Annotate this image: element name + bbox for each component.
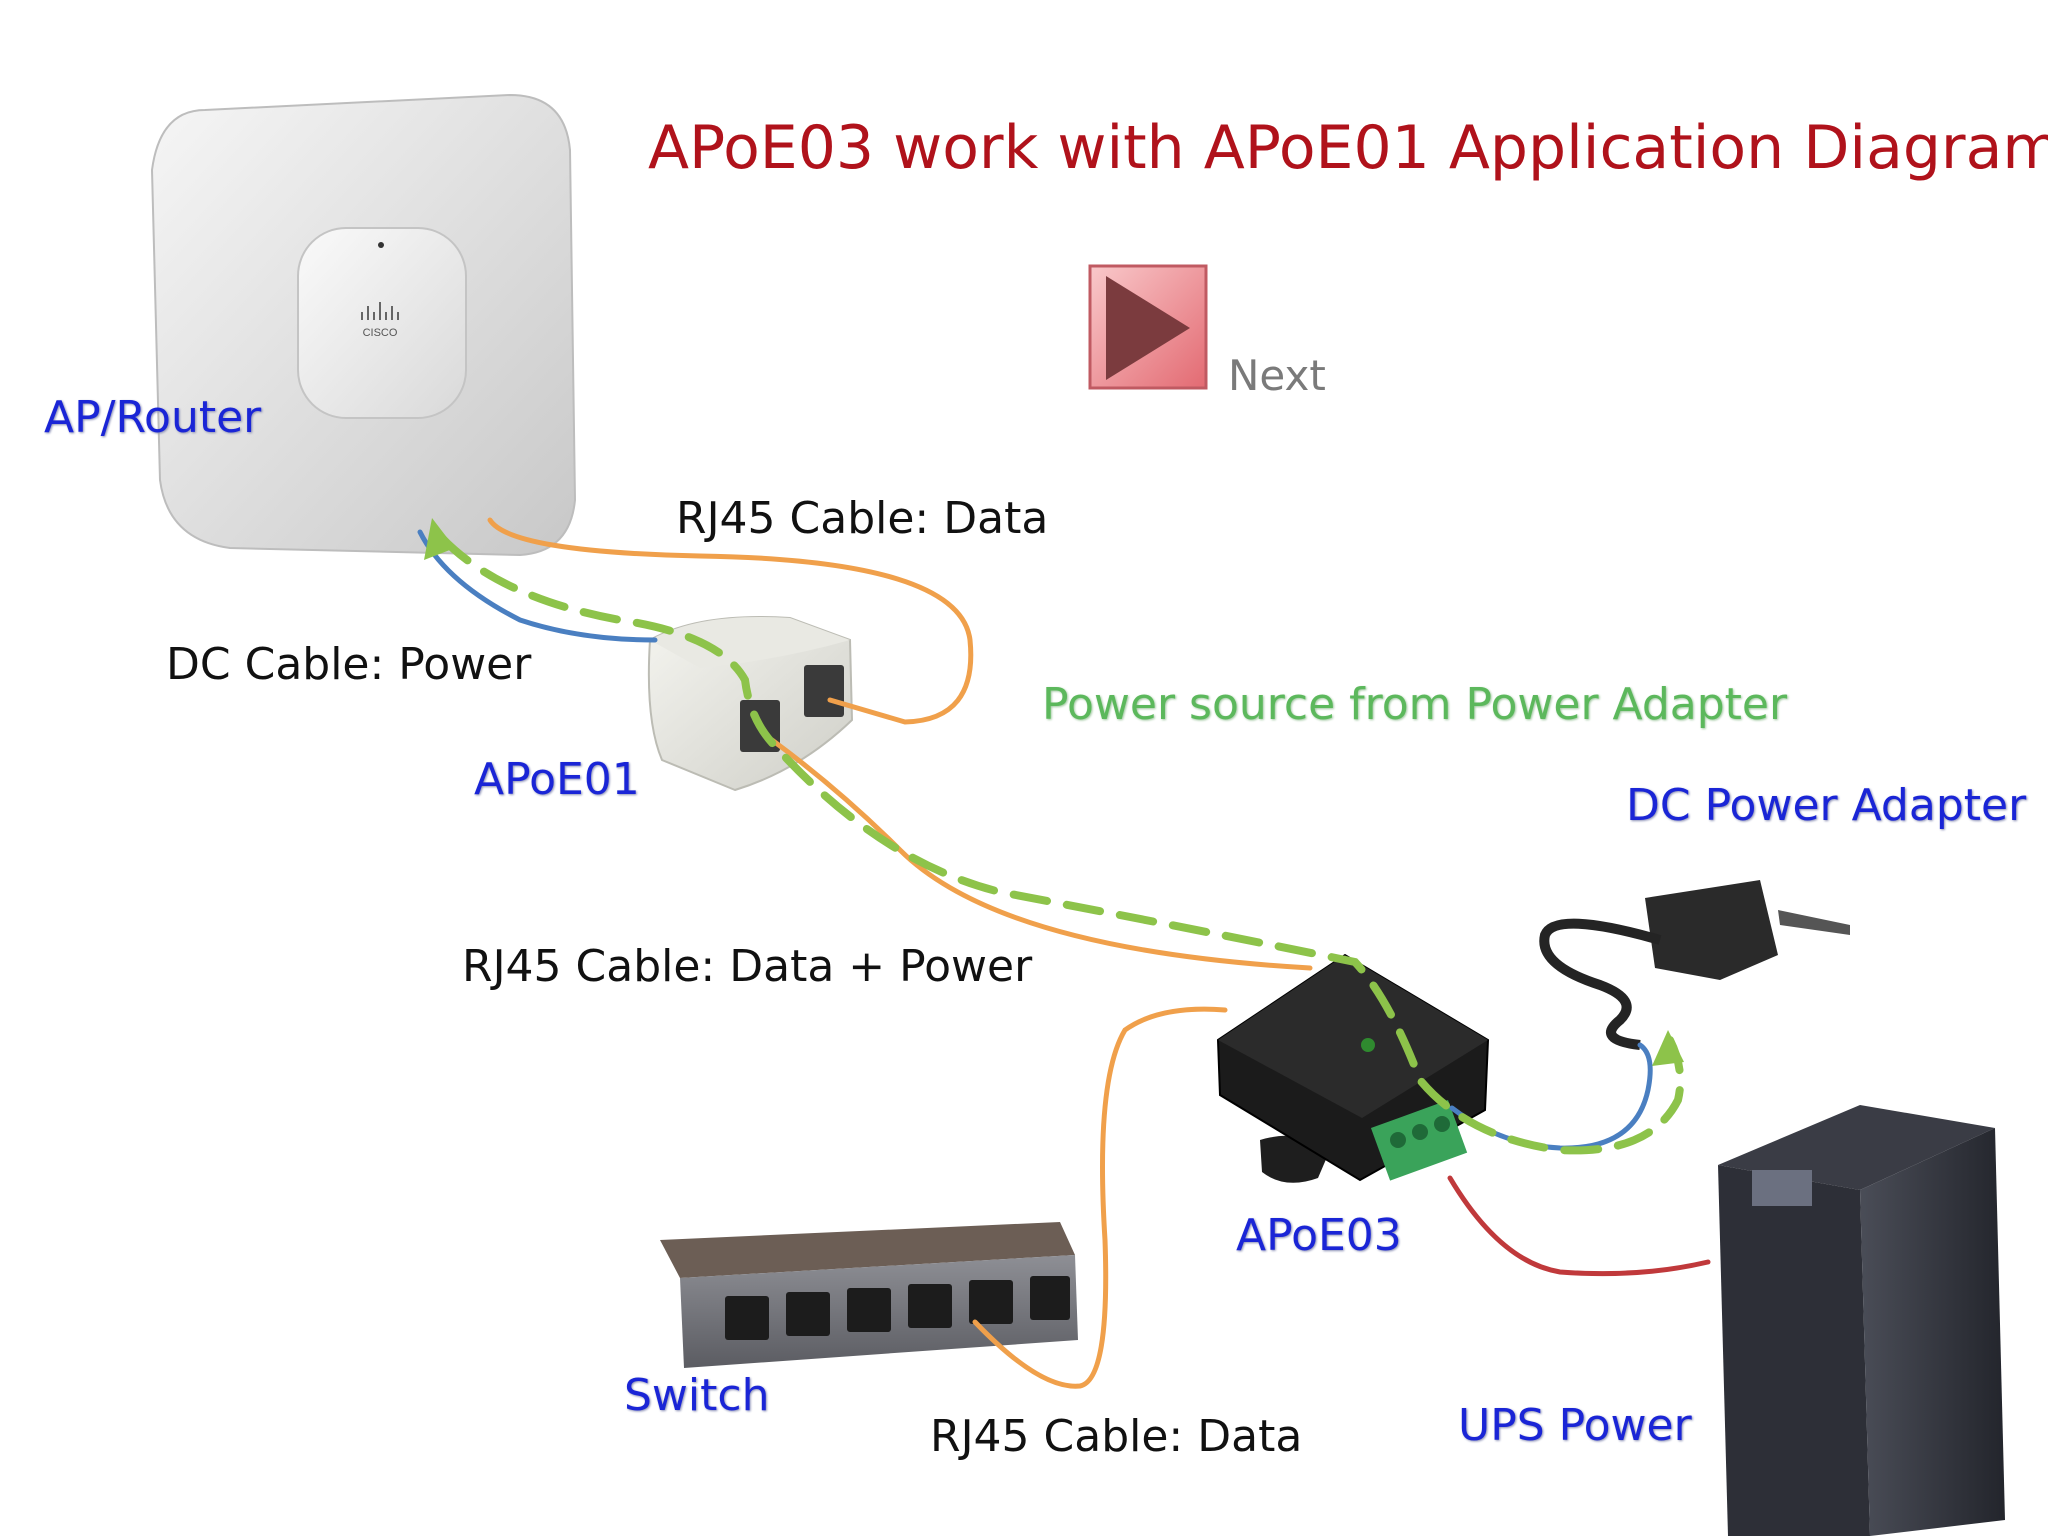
rj45-data-top-label: RJ45 Cable: Data	[676, 493, 1049, 544]
apoe03-label: APoE03	[1236, 1210, 1402, 1261]
ups-cable	[1447, 1175, 1711, 1277]
dc-power-adapter-label: DC Power Adapter	[1626, 780, 2027, 831]
next-label[interactable]: Next	[1228, 351, 1326, 400]
apoe01-device	[647, 615, 854, 792]
switch-device	[660, 1222, 1078, 1368]
dc-cable-adapter	[1449, 1042, 1653, 1151]
status-led-icon	[1361, 1038, 1375, 1052]
cisco-logo-icon	[361, 302, 399, 320]
arrow-up-icon	[424, 518, 455, 560]
apoe01-port-right	[804, 665, 844, 717]
page-title: APoE03 work with APoE01 Application Diag…	[648, 113, 2048, 183]
apoe03-device	[1216, 953, 1490, 1183]
rj45-cable-data-power	[769, 737, 1313, 971]
cables	[417, 517, 1711, 1389]
arrow-up-icon	[1652, 1030, 1684, 1066]
next-button[interactable]	[1088, 264, 1208, 390]
rj45-cable-data-bottom	[972, 1006, 1228, 1389]
dc-power-label: DC Cable: Power	[166, 639, 532, 690]
cisco-logo-text: CISCO	[363, 327, 398, 339]
ap-router-device: CISCO	[150, 93, 577, 557]
power-source-label: Power source from Power Adapter	[1042, 679, 1788, 730]
rj45-data-power-label: RJ45 Cable: Data + Power	[462, 941, 1033, 992]
switch-label: Switch	[624, 1370, 770, 1421]
apoe01-label: APoE01	[474, 754, 640, 805]
ups-device	[1718, 1105, 2005, 1536]
dc-cable-power	[417, 529, 658, 643]
rj45-data-bottom-label: RJ45 Cable: Data	[930, 1411, 1303, 1462]
power-path-upper	[438, 534, 1685, 1155]
ups-display	[1752, 1170, 1812, 1206]
rj45-cable-data-top	[487, 517, 974, 725]
play-icon	[1088, 264, 1208, 390]
dc-power-adapter-device	[1539, 880, 1850, 1050]
ups-power-label: UPS Power	[1458, 1400, 1692, 1451]
ap-router-label: AP/Router	[44, 392, 262, 443]
